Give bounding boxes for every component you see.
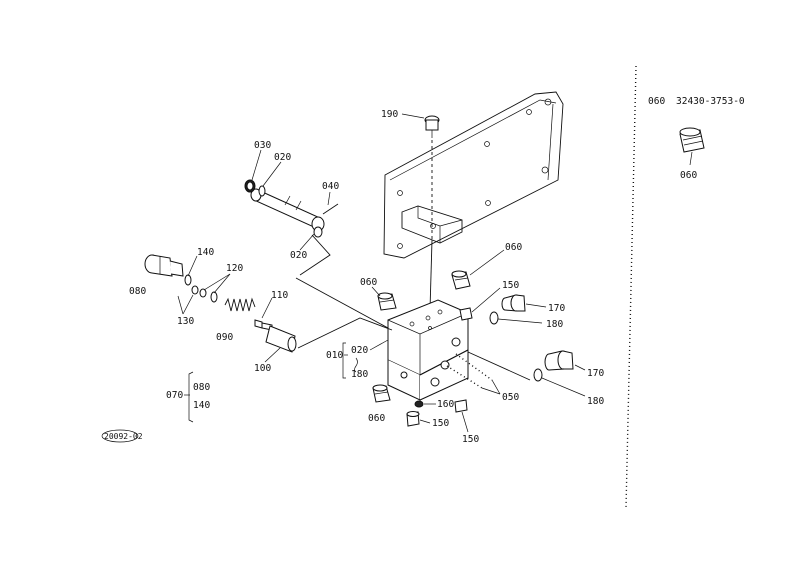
bolt-190 bbox=[424, 115, 440, 138]
callout-090: 090 bbox=[216, 332, 233, 343]
callout-150c: 150 bbox=[462, 434, 479, 445]
plug-080 bbox=[144, 254, 184, 277]
callout-030: 030 bbox=[254, 140, 271, 151]
sidebar-ref: 060 bbox=[648, 96, 665, 107]
part-160 bbox=[414, 400, 424, 408]
sidebar-plug-060 bbox=[679, 127, 705, 153]
oring-020b bbox=[313, 226, 323, 238]
section-divider bbox=[625, 65, 637, 509]
leader-020 bbox=[299, 234, 331, 276]
sidebar-part-number: 32430-3753-0 bbox=[676, 96, 745, 107]
callout-150b: 150 bbox=[432, 418, 449, 429]
sidebar-label: 060 bbox=[680, 170, 697, 181]
oring-180-upper bbox=[489, 311, 499, 325]
callout-130: 130 bbox=[177, 316, 194, 327]
ring-130a bbox=[191, 285, 199, 295]
bolt-leader bbox=[429, 239, 433, 311]
callout-040: 040 bbox=[322, 181, 339, 192]
callout-020a: 020 bbox=[274, 152, 291, 163]
callout-050: 050 bbox=[502, 392, 519, 403]
svg-text:20092-02: 20092-02 bbox=[104, 432, 143, 441]
callout-180a: 180 bbox=[546, 319, 563, 330]
oring-140 bbox=[184, 274, 192, 286]
oring-020a bbox=[258, 185, 266, 197]
leader-170 bbox=[467, 351, 531, 381]
callout-180c: 180 bbox=[351, 369, 368, 380]
callout-100: 100 bbox=[254, 363, 271, 374]
callout-020b: 020 bbox=[290, 250, 307, 261]
ring-120a bbox=[199, 288, 207, 298]
spool-020 bbox=[250, 188, 325, 232]
valve-body bbox=[387, 299, 469, 401]
callout-150a: 150 bbox=[502, 280, 519, 291]
callout-110: 110 bbox=[271, 290, 288, 301]
plug-150-a bbox=[459, 307, 473, 321]
leader-valve bbox=[295, 277, 389, 329]
callout-170b: 170 bbox=[587, 368, 604, 379]
callout-060a: 060 bbox=[505, 242, 522, 253]
fitting-170-lower bbox=[544, 350, 574, 371]
callout-120: 120 bbox=[226, 263, 243, 274]
callout-020c: 020 bbox=[351, 345, 368, 356]
callout-160: 160 bbox=[437, 399, 454, 410]
callout-180b: 180 bbox=[587, 396, 604, 407]
plug-060-right bbox=[451, 270, 471, 290]
callout-140b: 140 bbox=[193, 400, 210, 411]
fitting-170-upper bbox=[501, 294, 526, 312]
mounting-plate bbox=[383, 91, 564, 259]
drawing-stamp: 20092-02 bbox=[101, 429, 143, 443]
callout-080: 080 bbox=[129, 286, 146, 297]
pin-040 bbox=[322, 203, 339, 215]
seat-100 bbox=[265, 325, 297, 353]
leader-100 bbox=[297, 317, 393, 349]
callout-070: 070 bbox=[166, 390, 183, 401]
callout-140: 140 bbox=[197, 247, 214, 258]
callout-190: 190 bbox=[381, 109, 398, 120]
callout-170a: 170 bbox=[548, 303, 565, 314]
plug-060-left bbox=[377, 292, 397, 311]
plug-060-bottom bbox=[372, 384, 391, 403]
callout-080b: 080 bbox=[193, 382, 210, 393]
callout-060b: 060 bbox=[360, 277, 377, 288]
oring-180-lower bbox=[533, 368, 543, 382]
plug-150-c bbox=[454, 399, 468, 413]
callout-010: 010 bbox=[326, 350, 343, 361]
plug-150-b bbox=[406, 411, 420, 427]
bolts-050 bbox=[446, 353, 493, 389]
spring-090 bbox=[224, 297, 256, 312]
callout-060c: 060 bbox=[368, 413, 385, 424]
ring-120b bbox=[210, 291, 218, 303]
ring-030 bbox=[244, 179, 256, 193]
